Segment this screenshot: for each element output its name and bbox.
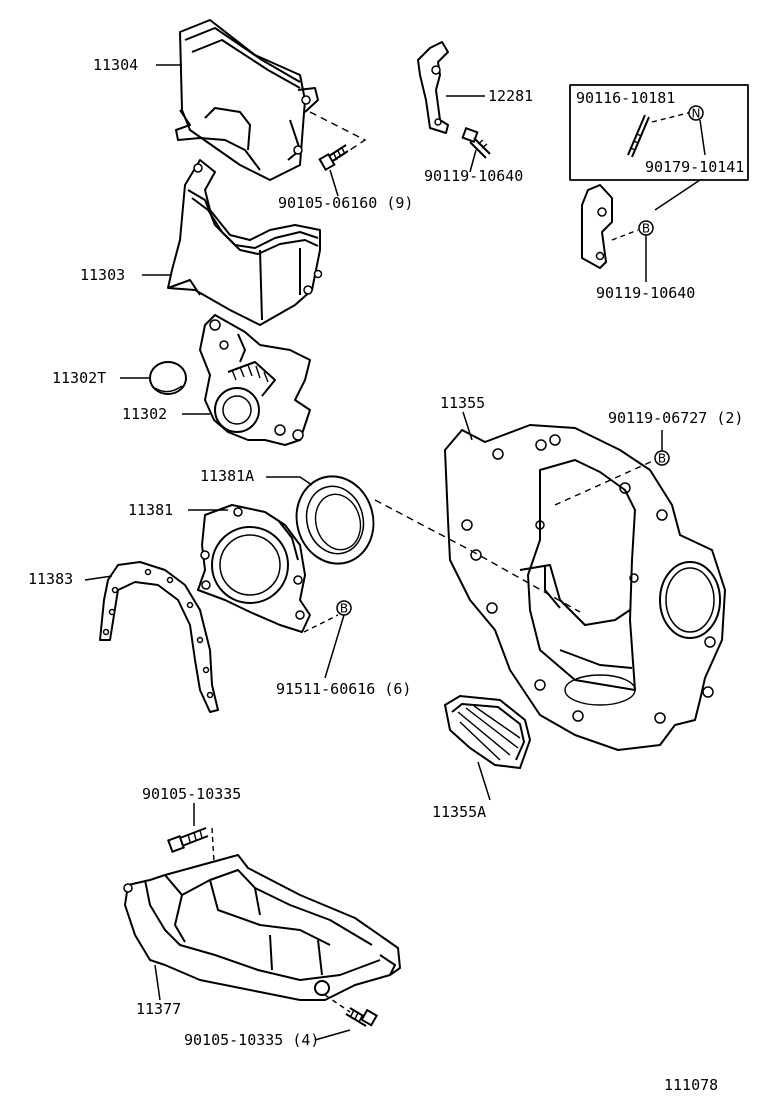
gasket-11383[interactable]: [99, 561, 219, 713]
label-11377: 11377: [136, 1000, 181, 1018]
oil-seal-retainer-11381[interactable]: [197, 504, 311, 633]
callout-b-retainer: B: [336, 600, 352, 616]
label-11303: 11303: [80, 266, 125, 284]
label-90105-10335: 90105-10335: [142, 785, 241, 803]
callout-n: N: [688, 105, 704, 121]
label-90119-10640-b: 90119-10640: [596, 284, 695, 302]
label-90116-10181: 90116-10181: [576, 89, 675, 107]
label-11302: 11302: [122, 405, 167, 423]
bolt-90105-06160[interactable]: [318, 144, 349, 172]
label-11355A: 11355A: [432, 803, 486, 821]
end-plate-11355[interactable]: [444, 424, 726, 751]
inset-detail-box: [569, 84, 749, 181]
label-11381: 11381: [128, 501, 173, 519]
engine-hanger-12281[interactable]: [417, 41, 449, 134]
timing-cover-upper[interactable]: [175, 19, 319, 181]
bolt-90105-10335-upper[interactable]: [167, 827, 209, 853]
timing-gear-case[interactable]: [199, 314, 311, 446]
callout-b-upper-right: B: [638, 220, 654, 236]
leader-lines: [84, 64, 485, 1041]
label-90179-10141: 90179-10141: [645, 158, 744, 176]
label-90119-10640-a: 90119-10640: [424, 167, 523, 185]
bracket-detail[interactable]: [581, 184, 613, 269]
label-12281: 12281: [488, 87, 533, 105]
label-90119-06727: 90119-06727 (2): [608, 409, 743, 427]
svg-text:B: B: [658, 452, 666, 466]
label-90105-10335-4: 90105-10335 (4): [184, 1031, 319, 1049]
label-11302T: 11302T: [52, 369, 106, 387]
oil-seal-11381A[interactable]: [287, 468, 383, 573]
diagram-number: 111078: [664, 1076, 718, 1094]
label-11304: 11304: [93, 56, 138, 74]
cover-11355A[interactable]: [443, 694, 532, 770]
svg-text:B: B: [340, 602, 348, 616]
bolt-90119-10640-a[interactable]: [461, 126, 491, 159]
svg-text:N: N: [692, 107, 701, 121]
label-91511-60616: 91511-60616 (6): [276, 680, 411, 698]
timing-cover-lower[interactable]: [167, 159, 323, 326]
label-11381A: 11381A: [200, 467, 254, 485]
plug-11302T[interactable]: [149, 361, 187, 395]
label-90105-06160: 90105-06160 (9): [278, 194, 413, 212]
svg-text:B: B: [642, 222, 650, 236]
callout-b-plate: B: [654, 450, 670, 466]
label-11355: 11355: [440, 394, 485, 412]
stiffener-11377[interactable]: [123, 854, 401, 1001]
bolt-90105-10335-lower[interactable]: [345, 1007, 379, 1027]
label-11383: 11383: [28, 570, 73, 588]
